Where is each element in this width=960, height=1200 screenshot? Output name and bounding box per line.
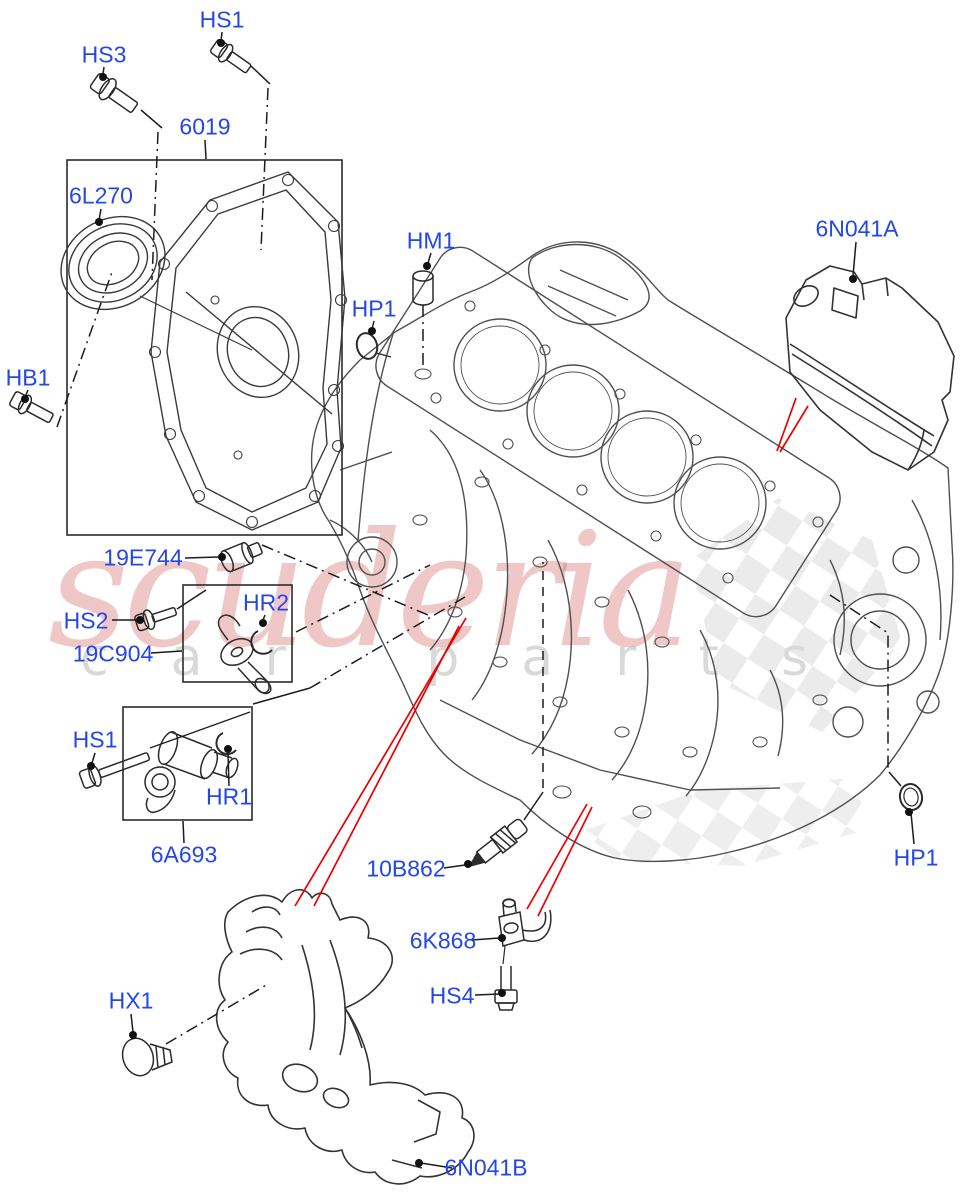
callout-hp1-left[interactable]: HP1 (351, 295, 397, 322)
callout-hs1-mid[interactable]: HS1 (72, 726, 118, 753)
engine-block (310, 241, 954, 863)
box-6a693 (122, 706, 253, 821)
box-6019 (66, 159, 343, 536)
callout-hs1-top[interactable]: HS1 (199, 6, 245, 33)
box-19c904 (182, 584, 293, 683)
callout-10b862[interactable]: 10B862 (366, 855, 446, 882)
callout-19e744[interactable]: 19E744 (103, 544, 183, 571)
bolt-hs3 (89, 73, 139, 113)
oring-hp1-right (898, 783, 924, 811)
callout-hr1[interactable]: HR1 (205, 783, 253, 810)
callout-6n041a[interactable]: 6N041A (815, 215, 899, 242)
callout-hs4[interactable]: HS4 (429, 982, 475, 1009)
cover-6n041a (785, 265, 955, 471)
bolt-hs2 (134, 607, 178, 632)
callout-19c904[interactable]: 19C904 (72, 640, 154, 667)
bolt-hs4 (494, 966, 518, 1011)
oring-hp1-left (355, 332, 392, 360)
callout-6k868[interactable]: 6K868 (409, 927, 477, 954)
highlight-leaders (294, 397, 809, 917)
bolt-hs1-top (210, 38, 252, 74)
callout-6n041b[interactable]: 6N041B (444, 1154, 528, 1181)
callout-6a693[interactable]: 6A693 (150, 841, 218, 868)
callout-6019[interactable]: 6019 (179, 113, 231, 140)
crankshaft-seal (60, 215, 253, 351)
callout-hb1[interactable]: HB1 (5, 364, 51, 391)
bolt-hb1 (9, 391, 54, 424)
callout-hs3[interactable]: HS3 (81, 41, 127, 68)
dowel-hm1 (412, 270, 434, 306)
bolt-hs1-mid (78, 752, 151, 789)
callout-hr2[interactable]: HR2 (242, 589, 290, 616)
plug-hx1 (121, 1037, 173, 1077)
callout-6l270[interactable]: 6L270 (69, 182, 133, 209)
timing-cover-gasket (148, 171, 348, 531)
leader-lines (21, 31, 915, 1169)
crank-sensor (217, 614, 273, 695)
oil-jet-6k868 (498, 898, 552, 965)
block-shading (580, 498, 902, 866)
callout-hm1[interactable]: HM1 (406, 227, 456, 254)
callout-hp1-right[interactable]: HP1 (893, 844, 939, 871)
bracket-6n041b (215, 889, 475, 1185)
callout-hs2[interactable]: HS2 (63, 607, 109, 634)
sensor-10b862 (468, 818, 528, 868)
callout-hx1[interactable]: HX1 (108, 987, 154, 1014)
plug-19e744 (220, 541, 263, 573)
